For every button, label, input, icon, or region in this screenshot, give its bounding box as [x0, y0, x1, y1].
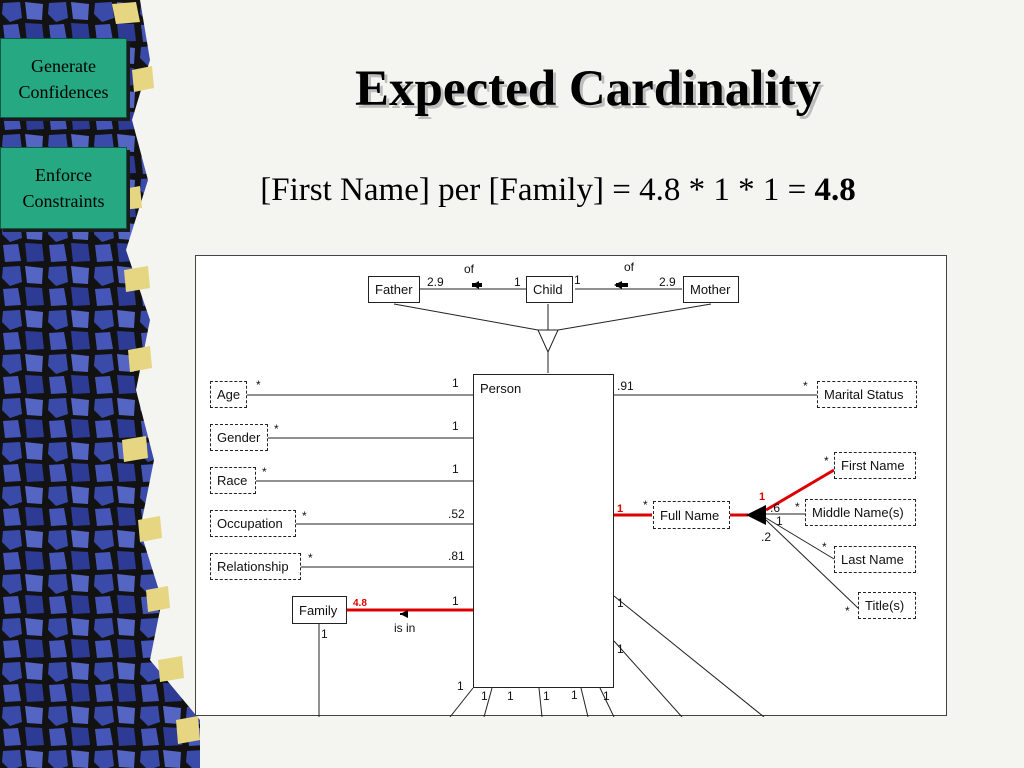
- family-red-card: 4.8: [353, 598, 367, 609]
- race-entity: Race: [210, 467, 256, 494]
- child-entity: Child: [526, 276, 573, 303]
- family-is-in-label: is in: [394, 621, 415, 635]
- generate-label-line1: Generate: [31, 56, 96, 76]
- aggregation-triangle: [746, 505, 766, 525]
- diagram-lines: of of is in 2.9 1 1 2.9 * 1 * 1 * 1 * .5…: [246, 260, 859, 717]
- enforce-label-line2: Constraints: [22, 191, 105, 211]
- gender-entity: Gender: [210, 424, 268, 451]
- bottom-one-4: 1: [571, 688, 578, 702]
- family-entity: Family: [292, 596, 347, 624]
- person-right-one-1: 1: [617, 596, 624, 610]
- occupation-entity: Occupation: [210, 510, 296, 537]
- fullname-red-card: 1: [617, 503, 623, 515]
- occupation-val: .52: [448, 507, 465, 521]
- mother-entity: Mother: [683, 276, 739, 303]
- relationship-val: .81: [448, 549, 465, 563]
- relationship-star: *: [308, 551, 313, 565]
- family-one-below: 1: [321, 627, 328, 641]
- father-arrow-head: [472, 281, 479, 289]
- bottom-one-2: 1: [507, 689, 514, 703]
- fullname-title-line: [765, 519, 859, 609]
- gender-star: *: [274, 422, 279, 436]
- mother-gen-line: [557, 303, 712, 331]
- mother-card: 2.9: [659, 275, 676, 289]
- middle-names-entity: Middle Name(s): [805, 499, 916, 526]
- child-left-card: 1: [514, 275, 521, 289]
- first-name-entity: First Name: [834, 452, 916, 479]
- family-one-top: 1: [452, 594, 459, 608]
- father-entity: Father: [368, 276, 420, 303]
- enforce-label-line1: Enforce: [35, 165, 92, 185]
- formula-expression: [First Name] per [Family] = 4.8 * 1 * 1 …: [260, 172, 815, 208]
- child-right-card: 1: [574, 273, 581, 287]
- title-star: *: [845, 604, 850, 618]
- person-entity: Person: [473, 374, 614, 688]
- bottom-fan-5: [599, 687, 615, 717]
- person-lower-line-1: [613, 595, 765, 717]
- family-arrow-head: [400, 610, 408, 618]
- age-one: 1: [452, 376, 459, 390]
- race-star: *: [262, 465, 267, 479]
- relationship-entity: Relationship: [210, 553, 301, 580]
- father-gen-line: [393, 303, 539, 331]
- fullname-star: *: [643, 498, 648, 512]
- middle-one: 1: [776, 514, 783, 528]
- generate-label-line2: Confidences: [18, 82, 109, 102]
- father-of-label: of: [464, 262, 475, 276]
- last-val: .2: [761, 530, 771, 544]
- mother-of-label: of: [624, 260, 635, 274]
- middle-star: *: [795, 500, 800, 514]
- fullname-last-line: [765, 517, 835, 560]
- bottom-fan-2: [483, 687, 493, 717]
- bottom-fan-1: [449, 687, 474, 717]
- marital-val: .91: [617, 379, 634, 393]
- generalization-triangle: [537, 329, 559, 354]
- full-name-entity: Full Name: [653, 501, 730, 529]
- titles-entity: Title(s): [858, 592, 916, 619]
- person-right-one-2: 1: [617, 642, 624, 656]
- bottom-fan-4: [580, 687, 589, 717]
- firstname-star: *: [824, 454, 829, 468]
- slide-title: Expected Cardinality: [354, 61, 822, 117]
- age-entity: Age: [210, 381, 247, 408]
- middle-val: .6: [770, 501, 780, 515]
- enforce-constraints-button[interactable]: Enforce Constraints: [0, 147, 127, 229]
- agg-firstname-red-line: [765, 468, 835, 512]
- marital-star: *: [803, 379, 808, 393]
- father-card: 2.9: [427, 275, 444, 289]
- bottom-fan-3: [538, 687, 543, 717]
- bottom-one-3: 1: [543, 689, 550, 703]
- last-star: *: [822, 540, 827, 554]
- gender-one: 1: [452, 419, 459, 433]
- race-one: 1: [452, 462, 459, 476]
- cardinality-formula: [First Name] per [Family] = 4.8 * 1 * 1 …: [200, 172, 916, 209]
- bottom-one-1: 1: [481, 689, 488, 703]
- formula-result: 4.8: [814, 172, 856, 208]
- er-diagram: of of is in 2.9 1 1 2.9 * 1 * 1 * 1 * .5…: [195, 255, 947, 717]
- marital-status-entity: Marital Status: [817, 381, 917, 408]
- bottom-one-5: 1: [603, 689, 610, 703]
- age-star: *: [256, 378, 261, 392]
- person-lower-line-2: [613, 640, 683, 717]
- last-name-entity: Last Name: [834, 546, 916, 573]
- generate-confidences-button[interactable]: Generate Confidences: [0, 38, 127, 118]
- person-bottom-left-one: 1: [457, 679, 464, 693]
- firstname-red-card: 1: [759, 491, 765, 503]
- mother-arrow-head: [614, 281, 622, 289]
- occupation-star: *: [302, 509, 307, 523]
